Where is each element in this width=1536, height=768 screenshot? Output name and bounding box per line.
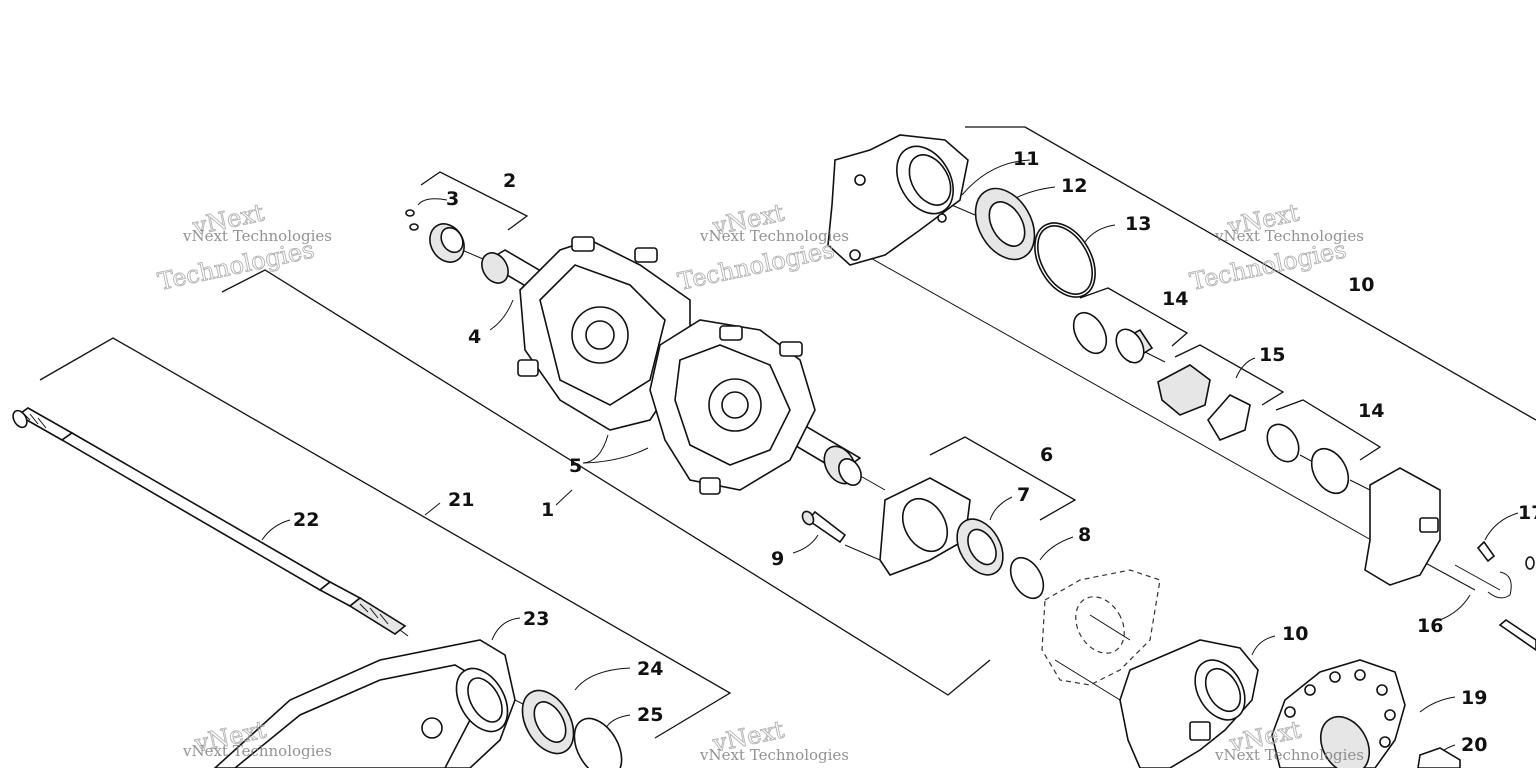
callout-25: 25 [637, 704, 663, 726]
brake-caliper [1364, 467, 1536, 651]
svg-text:vNext Technologies: vNext Technologies [699, 227, 849, 245]
svg-text:vNext Technologies: vNext Technologies [699, 746, 849, 764]
callout-2: 2 [503, 170, 516, 192]
small-seals [405, 209, 465, 263]
callout-5: 5 [569, 455, 582, 477]
callout-20: 20 [1461, 734, 1487, 756]
callout-10-upper: 10 [1348, 274, 1374, 296]
brake-spacers-and-pads [1072, 311, 1350, 495]
watermark-2: vNext vNext Technologies Technologies [675, 198, 849, 296]
callout-8: 8 [1078, 524, 1091, 546]
callout-21: 21 [448, 489, 474, 511]
svg-text:vNext Technologies: vNext Technologies [1214, 746, 1364, 764]
svg-text:vNext Technologies: vNext Technologies [182, 742, 332, 760]
callout-19: 19 [1461, 687, 1487, 709]
callout-1: 1 [541, 499, 554, 521]
callout-12: 12 [1061, 175, 1087, 197]
callout-24: 24 [637, 658, 663, 680]
driven-sprocket [1271, 659, 1461, 768]
callout-10-lower: 10 [1282, 623, 1308, 645]
callout-7: 7 [1017, 484, 1030, 506]
bearing-and-ring [974, 187, 1096, 298]
upper-bearing-housing [827, 134, 969, 266]
callout-labels: 2 3 4 5 1 6 7 8 9 11 12 13 10 14 15 14 1… [293, 148, 1536, 756]
flange-bearing-parts [801, 477, 1045, 600]
callout-9: 9 [771, 548, 784, 570]
drive-axle-assembly [481, 236, 862, 495]
lower-bearing-housing [1119, 639, 1259, 768]
callout-17: 17 [1518, 502, 1536, 524]
callout-15: 15 [1259, 344, 1285, 366]
callout-11: 11 [1013, 148, 1039, 170]
callout-14-lower: 14 [1358, 400, 1384, 422]
svg-text:vNext Technologies: vNext Technologies [1214, 227, 1364, 245]
watermark-3: vNext vNext Technologies Technologies [1187, 198, 1364, 296]
watermark-5: vNext vNext Technologies [699, 715, 849, 764]
callout-3: 3 [446, 188, 459, 210]
callout-6: 6 [1040, 444, 1053, 466]
callout-16: 16 [1417, 615, 1443, 637]
callout-4: 4 [468, 326, 481, 348]
callout-14-upper: 14 [1162, 288, 1188, 310]
chaincase-outline [1041, 569, 1161, 686]
callout-23: 23 [523, 608, 549, 630]
axis-lines [399, 199, 1476, 706]
callout-13: 13 [1125, 213, 1151, 235]
lower-left-housing [213, 639, 623, 768]
svg-text:vNext Technologies: vNext Technologies [182, 227, 332, 245]
long-drive-shaft [12, 407, 407, 635]
callout-22: 22 [293, 509, 319, 531]
